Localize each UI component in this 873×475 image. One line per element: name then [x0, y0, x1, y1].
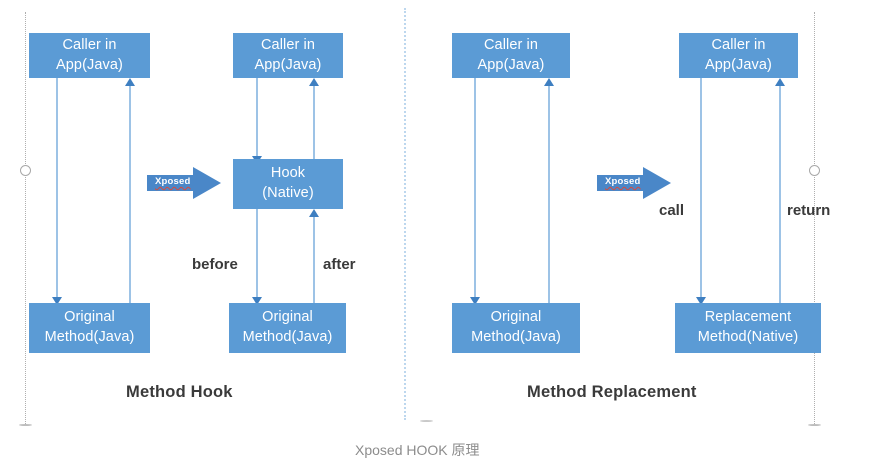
node-left-original-line2: Method(Java): [44, 329, 135, 345]
edge-label-before: before: [192, 256, 238, 273]
node-repl-left-caller-line2: App(Java): [477, 56, 545, 73]
xposed-arrow-badge-hook: [147, 166, 222, 200]
node-hook-caller-line2: App(Java): [254, 56, 322, 73]
panel-title-method-replacement: Method Replacement: [527, 383, 697, 401]
panel-title-method-hook: Method Hook: [126, 383, 233, 401]
node-replacement-method-line1: Replacement: [704, 309, 792, 326]
node-hook-native-line1: Hook: [270, 165, 306, 182]
node-left-original-method: Original Method(Java): [29, 303, 150, 353]
node-hook-original-method: Original Method(Java): [229, 303, 346, 353]
panel-divider: [404, 8, 406, 420]
node-hook-caller: Caller in App(Java): [233, 33, 343, 78]
right-rail-foot-icon: [808, 424, 821, 426]
edge-label-after: after: [323, 256, 356, 273]
flow-line-original-to-caller: [129, 84, 131, 303]
xposed-arrow-icon: [147, 167, 221, 199]
flow-line-repl-return: [779, 84, 781, 303]
arrowhead-down-hook-original: [252, 297, 262, 305]
flow-line-original-to-hook: [313, 215, 315, 303]
edge-label-return: return: [787, 202, 831, 219]
node-hook-original-line1: Original: [262, 309, 313, 326]
flow-line-repl-caller-to-original: [474, 78, 476, 300]
arrowhead-up-repl-caller: [544, 78, 554, 86]
figure-caption: Xposed HOOK 原理: [355, 442, 480, 458]
arrowhead-down-repl-original: [470, 297, 480, 305]
left-guide-rail: [25, 12, 26, 424]
flow-line-repl-call: [700, 78, 702, 300]
node-left-caller-line2: App(Java): [56, 56, 123, 73]
node-hook-native-line2: (Native): [262, 185, 314, 201]
node-left-original-line1: Original: [64, 309, 115, 326]
arrowhead-down-repl-method: [696, 297, 706, 305]
node-left-caller: Caller in App(Java): [29, 33, 150, 78]
xposed-badge-label-replacement: Xposed: [605, 176, 641, 187]
panel-divider-foot-icon: [420, 420, 433, 422]
right-guide-rail: [814, 12, 815, 424]
node-hook-caller-line1: Caller in: [260, 36, 316, 53]
flow-line-repl-original-to-caller: [548, 84, 550, 303]
flow-line-hook-to-caller: [313, 84, 315, 163]
edge-label-call: call: [659, 202, 685, 219]
node-hook-original-line2: Method(Java): [242, 329, 333, 345]
flow-line-caller-to-hook: [256, 78, 258, 159]
node-repl-caller-line2: App(Java): [705, 56, 772, 73]
node-replacement-method: Replacement Method(Native): [675, 303, 821, 353]
node-replacement-method-line2: Method(Native): [697, 329, 799, 345]
left-rail-foot-icon: [19, 424, 32, 426]
node-repl-caller: Caller in App(Java): [679, 33, 798, 78]
node-repl-left-caller: Caller in App(Java): [452, 33, 570, 78]
node-repl-left-original-line1: Original: [490, 309, 542, 326]
node-left-caller-line1: Caller in: [62, 36, 117, 53]
xposed-arrow-icon-2: [597, 167, 671, 199]
node-repl-left-original-line2: Method(Java): [471, 329, 561, 345]
arrowhead-up-repl-return: [775, 78, 785, 86]
arrowhead-up-original-hook: [309, 209, 319, 217]
left-rail-marker-icon: [20, 165, 31, 176]
node-repl-left-caller-line1: Caller in: [483, 36, 539, 53]
flow-line-caller-to-original: [56, 78, 58, 300]
node-repl-caller-line1: Caller in: [711, 36, 766, 53]
xposed-badge-label-hook: Xposed: [155, 176, 191, 187]
right-rail-marker-icon: [809, 165, 820, 176]
flow-line-hook-to-original: [256, 209, 258, 300]
node-hook-native: Hook (Native): [233, 159, 343, 209]
arrowhead-down-original: [52, 297, 62, 305]
node-repl-left-original-method: Original Method(Java): [452, 303, 580, 353]
xposed-arrow-badge-replacement: [597, 166, 672, 200]
arrowhead-up-caller: [125, 78, 135, 86]
arrowhead-up-hook-caller: [309, 78, 319, 86]
